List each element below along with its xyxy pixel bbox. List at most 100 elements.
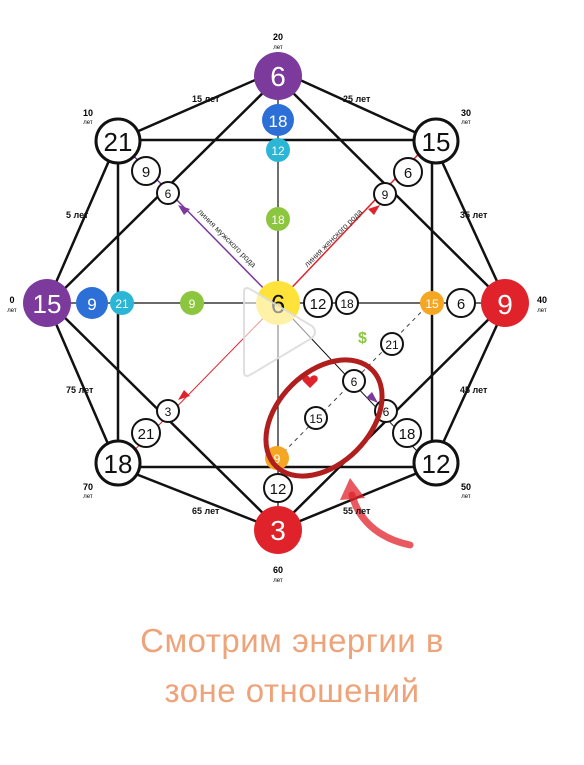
- age-marker-bottom-left: 70 лет: [83, 482, 93, 500]
- male-arrow-head: [178, 205, 190, 215]
- svg-text:10: 10: [83, 108, 93, 118]
- svg-text:15: 15: [309, 412, 323, 426]
- node-left-cyan: 21: [110, 291, 134, 315]
- age-label-75: 75 лет: [66, 385, 94, 395]
- svg-text:0: 0: [9, 295, 14, 305]
- heart-icon: [302, 375, 318, 388]
- age-marker-bottom-right: 50 лет: [461, 482, 471, 500]
- male-line-label: линия мужского рода: [196, 207, 259, 270]
- svg-text:21: 21: [138, 426, 155, 443]
- svg-text:18: 18: [399, 426, 416, 443]
- age-label-15: 15 лет: [192, 94, 220, 104]
- bottom-12: 12: [263, 473, 293, 503]
- svg-text:6: 6: [270, 61, 286, 92]
- corner-tl: 21: [94, 117, 142, 165]
- relationship-zone-highlight: [263, 357, 385, 479]
- pointer-arrow-icon: [348, 491, 414, 549]
- svg-text:18: 18: [340, 297, 354, 311]
- svg-text:9: 9: [497, 289, 513, 320]
- bl-small-3: 3: [156, 399, 180, 423]
- svg-text:6: 6: [165, 187, 172, 201]
- age-label-45: 45 лет: [460, 385, 488, 395]
- svg-text:21: 21: [385, 338, 399, 352]
- age-marker-right: 40 лет: [537, 295, 547, 314]
- node-right-orange: 15: [420, 291, 444, 315]
- svg-text:лет: лет: [537, 308, 547, 314]
- age-label-55: 55 лет: [343, 506, 371, 516]
- svg-text:18: 18: [269, 112, 288, 131]
- svg-text:15: 15: [422, 127, 451, 157]
- age-label-35: 35 лет: [460, 210, 488, 220]
- svg-text:лет: лет: [83, 494, 93, 500]
- tr-small-9: 9: [373, 182, 397, 206]
- caption-line-1: Смотрим энергии в: [140, 622, 444, 659]
- svg-text:лет: лет: [83, 120, 93, 126]
- br-arrow-head: [366, 392, 378, 403]
- tl-small-9: 9: [131, 156, 161, 186]
- node-left-green: 9: [180, 291, 204, 315]
- node-top: 6: [254, 52, 302, 100]
- relation-15: 15: [304, 406, 328, 430]
- svg-text:21: 21: [104, 127, 133, 157]
- bl-arrow-head: [178, 390, 190, 400]
- svg-text:лет: лет: [273, 578, 283, 584]
- svg-text:30: 30: [461, 108, 471, 118]
- age-marker-top-right: 30 лет: [461, 108, 471, 126]
- tr-small-6: 6: [393, 157, 423, 187]
- tl-small-6: 6: [156, 181, 180, 205]
- age-label-25: 25 лет: [343, 94, 371, 104]
- node-left: 15: [23, 279, 71, 327]
- relation-6: 6: [342, 369, 366, 393]
- caption-line-2: зоне отношений: [164, 672, 420, 709]
- female-line-label: линия женского рода: [302, 207, 364, 269]
- age-label-5: 5 лет: [66, 210, 89, 220]
- svg-text:9: 9: [382, 188, 389, 202]
- age-marker-top: 20 лет: [273, 32, 283, 51]
- svg-text:лет: лет: [461, 494, 471, 500]
- corner-tr: 15: [412, 117, 460, 165]
- svg-text:18: 18: [271, 213, 285, 227]
- br-small-18: 18: [392, 418, 422, 448]
- svg-text:12: 12: [310, 296, 327, 313]
- svg-text:9: 9: [189, 297, 196, 311]
- play-icon[interactable]: [238, 284, 318, 380]
- age-marker-top-left: 10 лет: [83, 108, 93, 126]
- svg-text:12: 12: [270, 481, 287, 498]
- svg-text:18: 18: [104, 449, 133, 479]
- svg-text:40: 40: [537, 295, 547, 305]
- node-inner-top: 18: [262, 104, 294, 136]
- center-right-12: 12: [303, 288, 333, 318]
- svg-text:6: 6: [404, 165, 412, 182]
- svg-text:12: 12: [422, 449, 451, 479]
- relation-21: 21: [380, 332, 404, 356]
- svg-text:лет: лет: [273, 45, 283, 51]
- svg-text:3: 3: [165, 405, 172, 419]
- svg-text:60: 60: [273, 565, 283, 575]
- svg-text:9: 9: [274, 452, 281, 466]
- svg-text:лет: лет: [7, 308, 17, 314]
- svg-text:3: 3: [270, 515, 286, 546]
- destiny-matrix-diagram: линия мужского рода линия женского рода …: [7, 32, 547, 584]
- svg-text:20: 20: [273, 32, 283, 42]
- svg-text:6: 6: [383, 405, 390, 419]
- age-marker-left: 0 лет: [7, 295, 17, 314]
- svg-text:6: 6: [351, 375, 358, 389]
- svg-text:9: 9: [87, 295, 96, 314]
- svg-text:12: 12: [271, 144, 285, 158]
- node-inner-top3: 18: [266, 207, 290, 231]
- bl-small-21: 21: [131, 418, 161, 448]
- node-inner-left: 9: [76, 287, 108, 319]
- node-right: 9: [481, 279, 529, 327]
- svg-text:9: 9: [142, 164, 150, 181]
- svg-text:15: 15: [425, 297, 439, 311]
- center-right-18: 18: [335, 291, 359, 315]
- node-inner-top2: 12: [266, 138, 290, 162]
- svg-text:лет: лет: [461, 120, 471, 126]
- dollar-icon: $: [358, 330, 367, 347]
- corner-br: 12: [412, 439, 460, 487]
- svg-text:6: 6: [457, 296, 465, 313]
- svg-text:15: 15: [33, 289, 62, 319]
- age-label-65: 65 лет: [192, 506, 220, 516]
- corner-bl: 18: [94, 439, 142, 487]
- svg-text:50: 50: [461, 482, 471, 492]
